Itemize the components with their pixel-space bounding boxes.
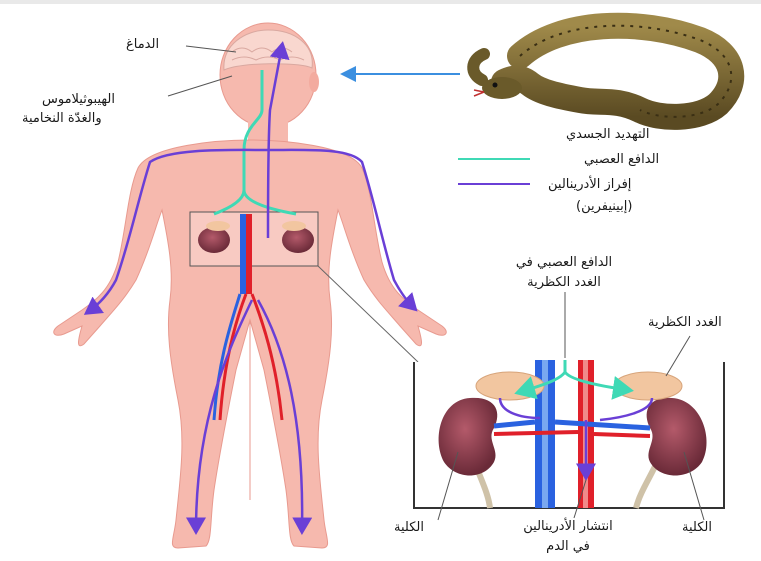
legend-adrenaline-label-2: (إبينيفرين) <box>576 198 632 215</box>
label-kidney-right: الكلية <box>682 519 712 536</box>
label-brain: الدماغ <box>126 36 159 53</box>
label-nerve-to-adrenal-1: الدافع العصبي في <box>494 254 634 271</box>
label-hypothalamus-2: والغدّة النخامية <box>22 110 102 127</box>
legend-nerve-label: الدافع العصبي <box>584 151 659 168</box>
snake-icon <box>473 26 731 117</box>
label-adrenal-glands: الغدد الكظرية <box>648 314 722 331</box>
legend-adrenaline-label-1: إفراز الأدرينالين <box>548 176 631 193</box>
label-kidney-left: الكلية <box>394 519 424 536</box>
label-hypothalamus-1: الهيبوثيلاموس <box>42 91 115 108</box>
label-spread-1: انتشار الأدرينالين <box>498 518 638 535</box>
label-threat: التهديد الجسدي <box>566 126 649 143</box>
label-nerve-to-adrenal-2: الغدد الكظرية <box>494 274 634 291</box>
label-spread-2: في الدم <box>498 538 638 555</box>
